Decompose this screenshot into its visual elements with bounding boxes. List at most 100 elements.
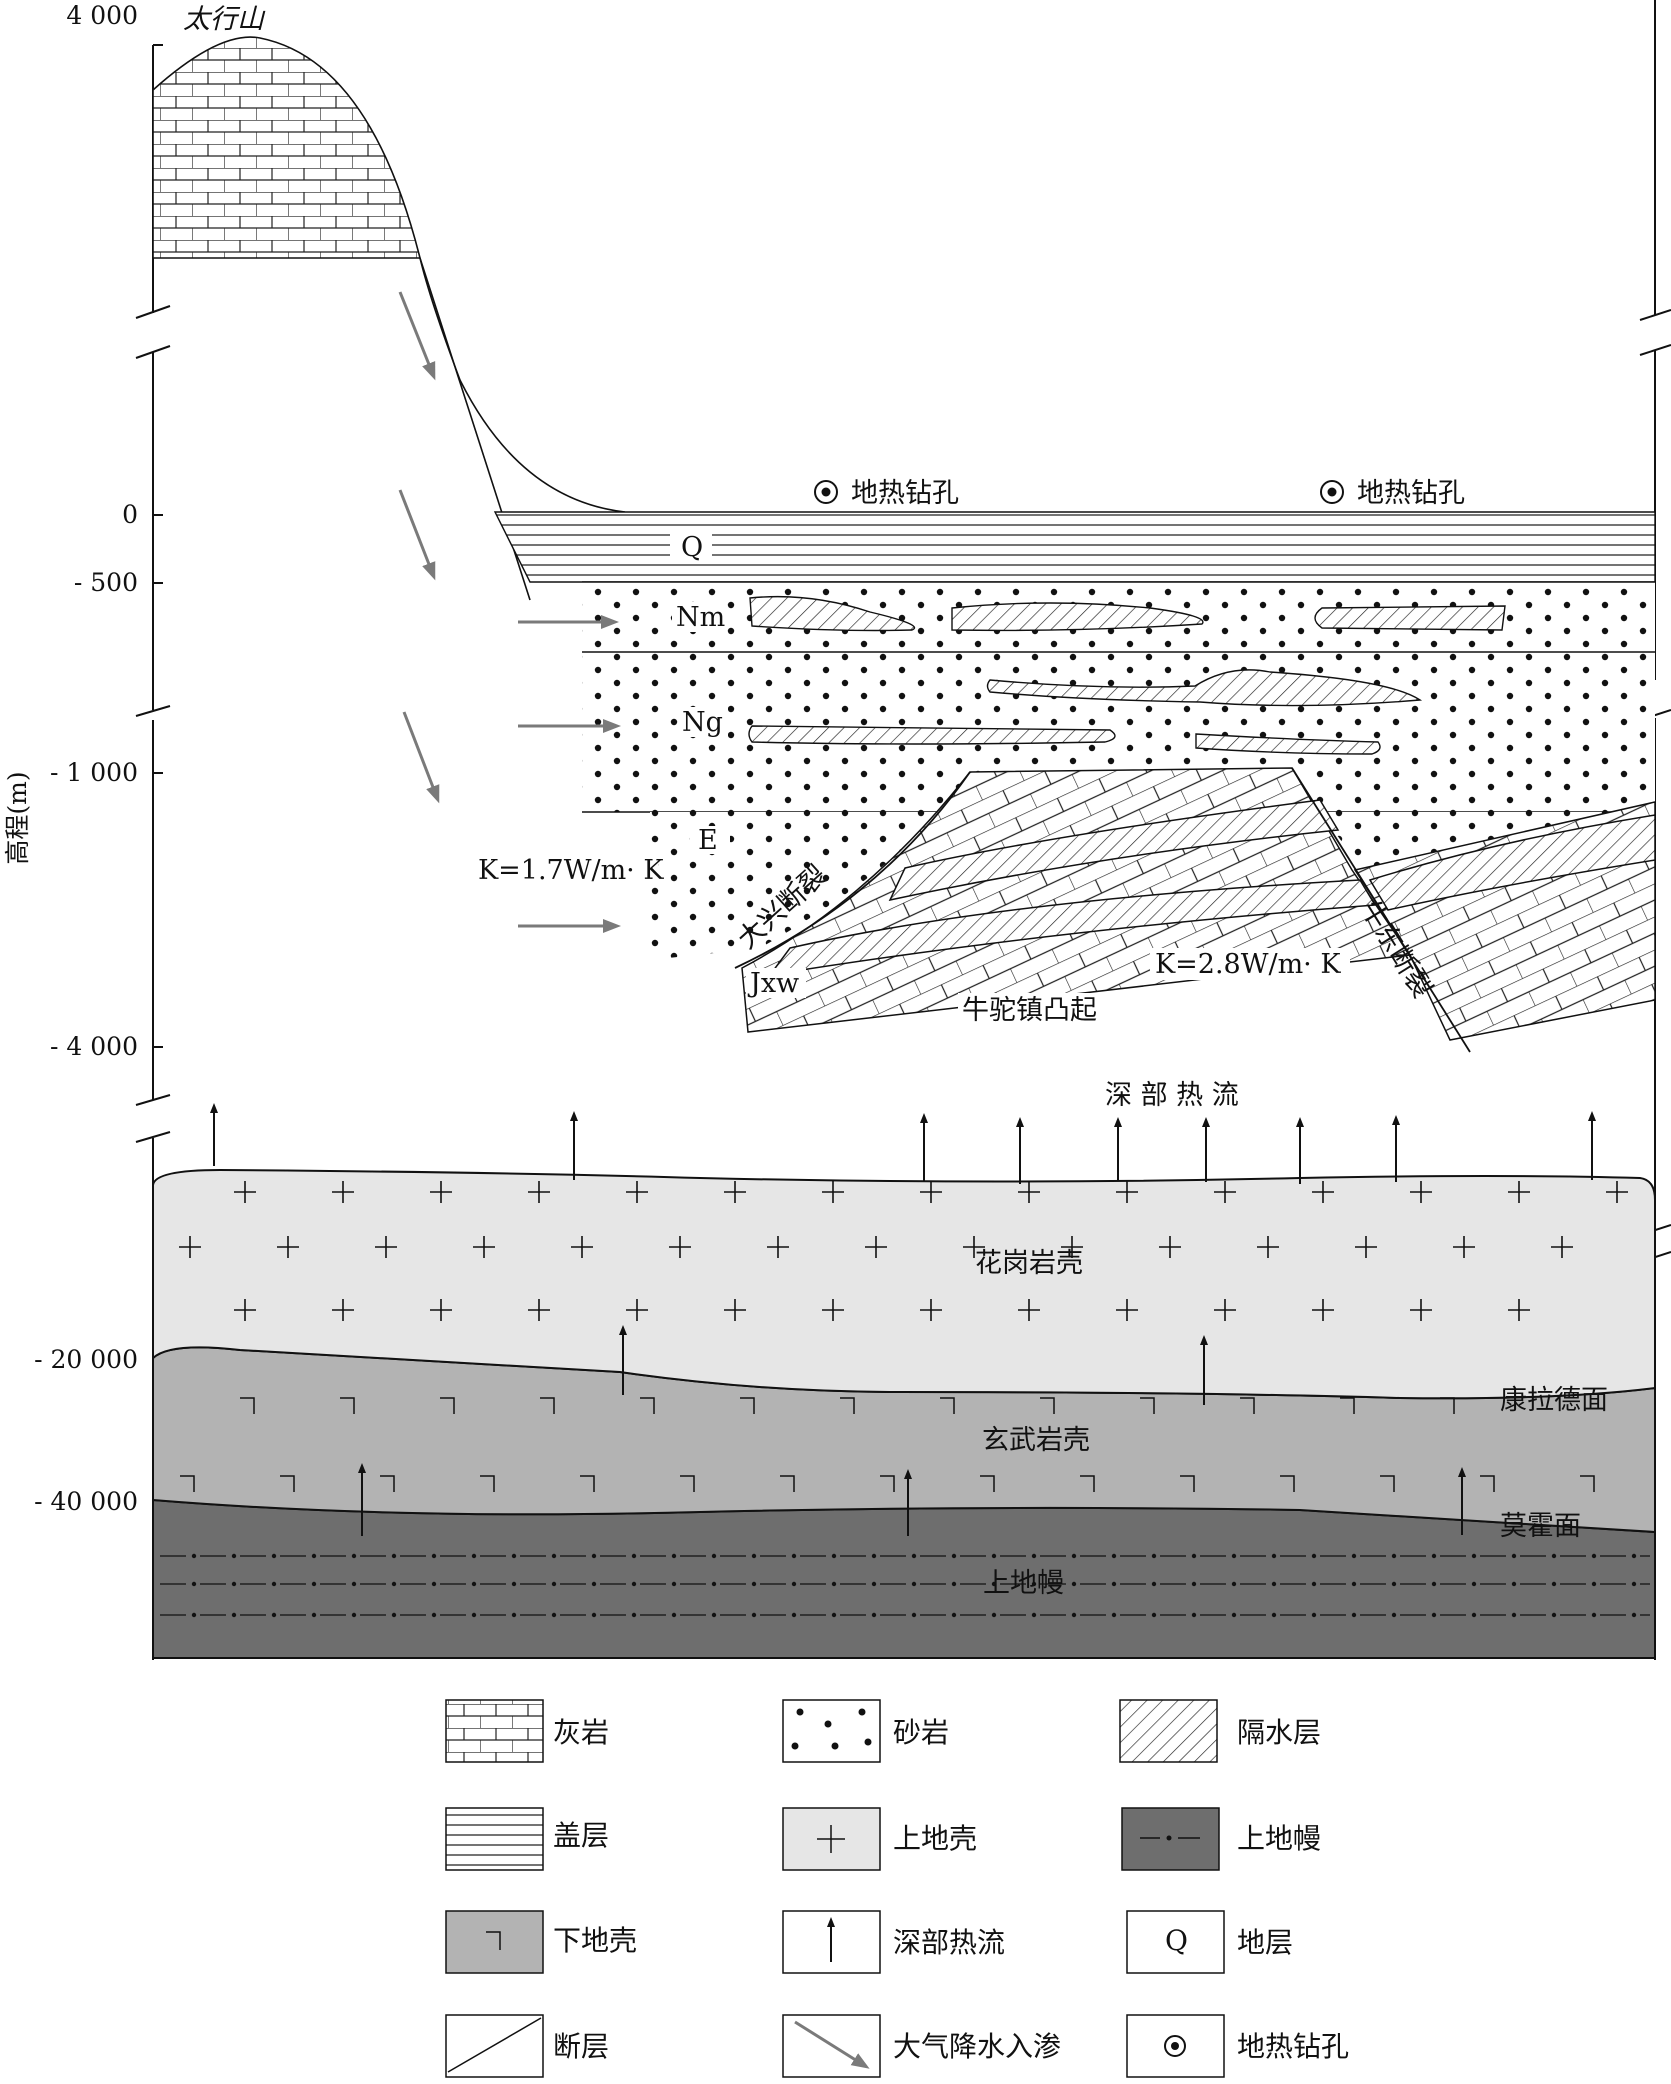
mantle-dot	[951, 1612, 957, 1618]
angle-symbol	[980, 1475, 995, 1492]
mantle-dot	[1471, 1612, 1477, 1618]
legend-item-stratum: Q 地层	[1126, 1910, 1293, 1974]
mantle-dot	[1551, 1612, 1557, 1618]
k-left-label: K=1.7W/m· K	[478, 855, 664, 886]
plus-symbol	[375, 1236, 397, 1258]
mantle-dot	[231, 1553, 237, 1559]
taihang-mountain: 太行山	[152, 4, 626, 601]
mantle-dot	[231, 1612, 237, 1618]
legend-label: 灰岩	[553, 1716, 609, 1749]
plus-symbol	[1116, 1181, 1138, 1203]
mantle-dot	[1431, 1553, 1437, 1559]
tick-label: - 4 000	[50, 1032, 138, 1061]
upper-crust-body	[152, 1168, 1656, 1400]
plus-symbol	[1508, 1181, 1530, 1203]
mantle-dot	[631, 1581, 637, 1587]
mantle-dot	[431, 1553, 437, 1559]
nm-label-bg	[672, 602, 727, 632]
angle-symbol	[740, 1397, 755, 1414]
angle-symbol	[640, 1397, 655, 1414]
mantle-dot	[231, 1581, 237, 1587]
angle-symbol	[780, 1475, 795, 1492]
mantle-dot	[1031, 1612, 1037, 1618]
mantle-dot	[1431, 1581, 1437, 1587]
legend-label: 深部热流	[893, 1926, 1005, 1959]
plus-symbol	[179, 1236, 201, 1258]
legend-label: 地层	[1237, 1926, 1293, 1959]
plus-symbol	[277, 1236, 299, 1258]
mantle-dot	[671, 1553, 677, 1559]
plus-symbol	[724, 1181, 746, 1203]
mantle-dot	[1471, 1581, 1477, 1587]
deep-heat-flow-label: 深 部 热 流	[1105, 1080, 1239, 1111]
legend-item-borehole: 地热钻孔	[1126, 2014, 1349, 2078]
plus-symbol	[1410, 1181, 1432, 1203]
mantle-dot	[1271, 1581, 1277, 1587]
legend-label: 下地壳	[553, 1924, 637, 1957]
plus-symbol	[1061, 1236, 1083, 1258]
mantle-dot	[1271, 1553, 1277, 1559]
mantle-dot	[1551, 1581, 1557, 1587]
mantle-dot	[511, 1553, 517, 1559]
mantle-dot	[191, 1581, 197, 1587]
plus-symbol	[1116, 1299, 1138, 1321]
mantle-dot	[1391, 1581, 1397, 1587]
tick-label: - 500	[74, 568, 138, 597]
mantle-dot	[1471, 1553, 1477, 1559]
angle-symbol	[1280, 1475, 1295, 1492]
mantle-dot	[1111, 1581, 1117, 1587]
angle-symbol	[1480, 1475, 1495, 1492]
plus-symbol	[473, 1236, 495, 1258]
mantle-dot	[311, 1612, 317, 1618]
angle-symbol	[940, 1397, 955, 1414]
basalt-crust-label: 玄武岩壳	[982, 1425, 1090, 1456]
mantle-dot	[1031, 1581, 1037, 1587]
legend-item-lower-crust: 下地壳	[445, 1910, 637, 1974]
plus-symbol	[822, 1299, 844, 1321]
mantle-dot	[471, 1581, 477, 1587]
mantle-dot	[1631, 1612, 1637, 1618]
mantle-dot	[1311, 1553, 1317, 1559]
mantle-dot	[1151, 1612, 1157, 1618]
mantle-dot	[791, 1612, 797, 1618]
mantle-dot	[1191, 1612, 1197, 1618]
plus-symbol	[669, 1236, 691, 1258]
mantle-dot	[751, 1553, 757, 1559]
angle-symbol	[1580, 1475, 1595, 1492]
plus-symbol	[1214, 1181, 1236, 1203]
legend-label: 上地壳	[893, 1822, 977, 1855]
plus-symbol	[1018, 1299, 1040, 1321]
mantle-dot	[871, 1612, 877, 1618]
legend-symbol: Q	[1165, 1924, 1188, 1957]
mantle-dot	[1351, 1553, 1357, 1559]
plus-symbol	[332, 1299, 354, 1321]
angle-symbol	[340, 1397, 355, 1414]
angle-symbol	[180, 1475, 195, 1492]
mantle-dot	[391, 1581, 397, 1587]
mantle-dot	[1351, 1581, 1357, 1587]
mantle-dot	[671, 1612, 677, 1618]
legend-item-sandstone: 砂岩	[782, 1699, 949, 1763]
legend-label: 断层	[553, 2030, 609, 2063]
plus-symbol	[234, 1299, 256, 1321]
mantle-dot	[271, 1553, 277, 1559]
mantle-dot	[991, 1581, 997, 1587]
mantle-dot	[391, 1612, 397, 1618]
mantle-dot	[751, 1581, 757, 1587]
plus-symbol	[430, 1181, 452, 1203]
legend-item-heat-flow: 深部热流	[782, 1910, 1005, 1974]
k-right-label-bg	[1150, 948, 1350, 980]
mantle-dot	[991, 1553, 997, 1559]
tick-label: 0	[122, 500, 138, 529]
angle-symbol	[840, 1397, 855, 1414]
mantle-dot	[591, 1553, 597, 1559]
mantle-dot	[511, 1581, 517, 1587]
layer-e-label: E	[698, 825, 718, 856]
infiltration-arrows	[398, 291, 621, 933]
angle-symbol	[1440, 1397, 1455, 1414]
plus-symbol	[234, 1181, 256, 1203]
plus-symbol	[1551, 1236, 1573, 1258]
mantle-dot	[271, 1581, 277, 1587]
mantle-dot	[1391, 1553, 1397, 1559]
legend-label: 上地幔	[1237, 1822, 1321, 1855]
